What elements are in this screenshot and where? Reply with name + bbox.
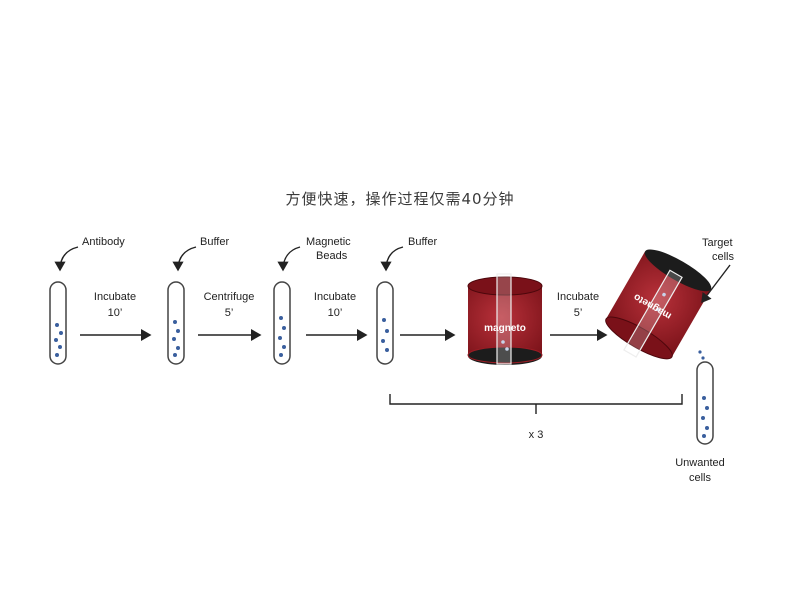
label-magnet-1: magneto [484,323,526,334]
target-pointer-arrow [701,264,731,304]
cell-dot [54,338,58,342]
cell-dot [55,323,59,327]
tube-2 [167,281,185,365]
tube-3 [273,281,291,365]
label-magnetic: Magnetic [306,236,351,248]
tube-4 [376,281,394,365]
cell-dot [55,353,59,357]
label-unwanted-cells: cells [689,472,712,484]
label-incubate-1-time: 10’ [108,307,123,319]
label-incubate-2: Incubate [314,291,356,303]
pointer-arrow [277,246,301,272]
collection-tube [696,361,714,445]
label-centrifuge-time: 5’ [225,307,234,319]
magnet-cylinder-tilted [605,249,712,360]
magnet-cylinder-upright [467,273,543,365]
label-incubate-3: Incubate [557,291,599,303]
cell-dot [59,331,63,335]
label-beads: Beads [316,250,348,262]
label-buffer-2: Buffer [408,236,437,248]
diagram-title: 方便快速，操作过程仅需40分钟 [285,190,515,208]
repeat-bracket [389,394,683,414]
cell-dot [58,345,62,349]
label-buffer-1: Buffer [200,236,229,248]
label-centrifuge: Centrifuge [204,291,255,303]
pointer-arrow [172,246,197,272]
label-antibody: Antibody [82,236,125,248]
label-unwanted: Unwanted [675,457,725,469]
label-target-cells: cells [712,251,735,263]
label-incubate-3-time: 5’ [574,307,583,319]
label-target: Target [702,237,733,249]
pointer-arrow [54,246,79,272]
label-incubate-1: Incubate [94,291,136,303]
tube-1 [49,281,67,365]
label-repeat: x 3 [529,429,544,441]
pointer-arrow [380,246,404,272]
label-incubate-2-time: 10’ [328,307,343,319]
